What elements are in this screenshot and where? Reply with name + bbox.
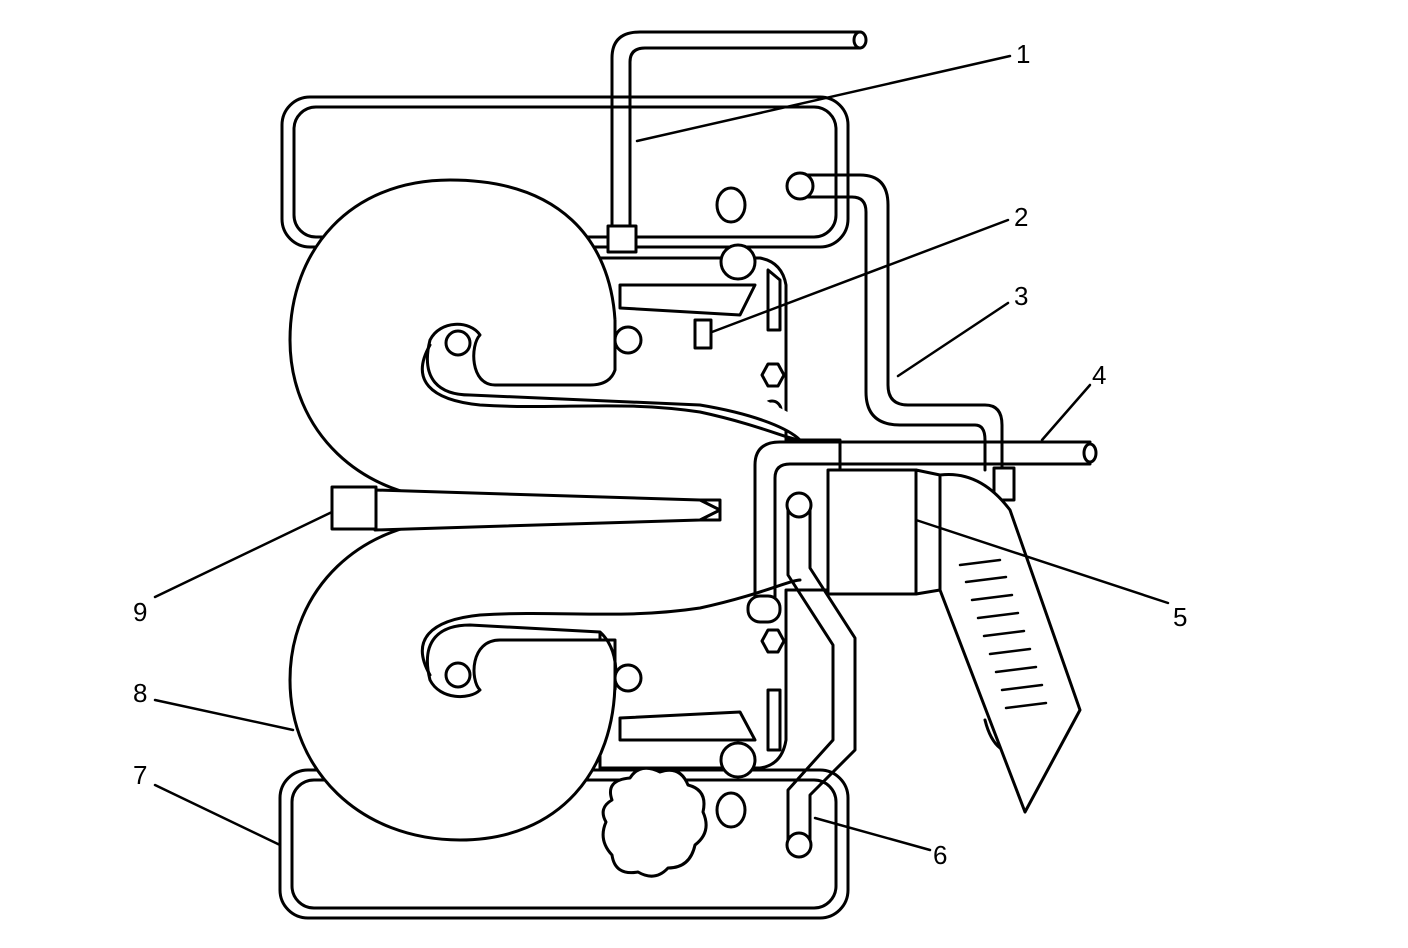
- callout-labels: 1 2 3 4 5 6 7 8 9: [133, 39, 1187, 870]
- callout-8: 8: [133, 678, 147, 708]
- callout-1: 1: [1016, 39, 1030, 69]
- tube-1: [610, 30, 862, 234]
- callout-9: 9: [133, 597, 147, 627]
- callout-6: 6: [933, 840, 947, 870]
- component-9-box: [330, 485, 378, 531]
- leader-lines: [153, 54, 1170, 852]
- callout-2: 2: [1014, 202, 1028, 232]
- tube-6: [786, 503, 857, 847]
- callout-7: 7: [133, 760, 147, 790]
- callout-4: 4: [1092, 360, 1106, 390]
- callout-5: 5: [1173, 602, 1187, 632]
- callout-3: 3: [1014, 281, 1028, 311]
- sensor-2: [693, 318, 713, 350]
- tube-4: [753, 440, 1092, 612]
- hose-coupler-5: [826, 468, 1082, 814]
- tube-3: [796, 173, 1004, 472]
